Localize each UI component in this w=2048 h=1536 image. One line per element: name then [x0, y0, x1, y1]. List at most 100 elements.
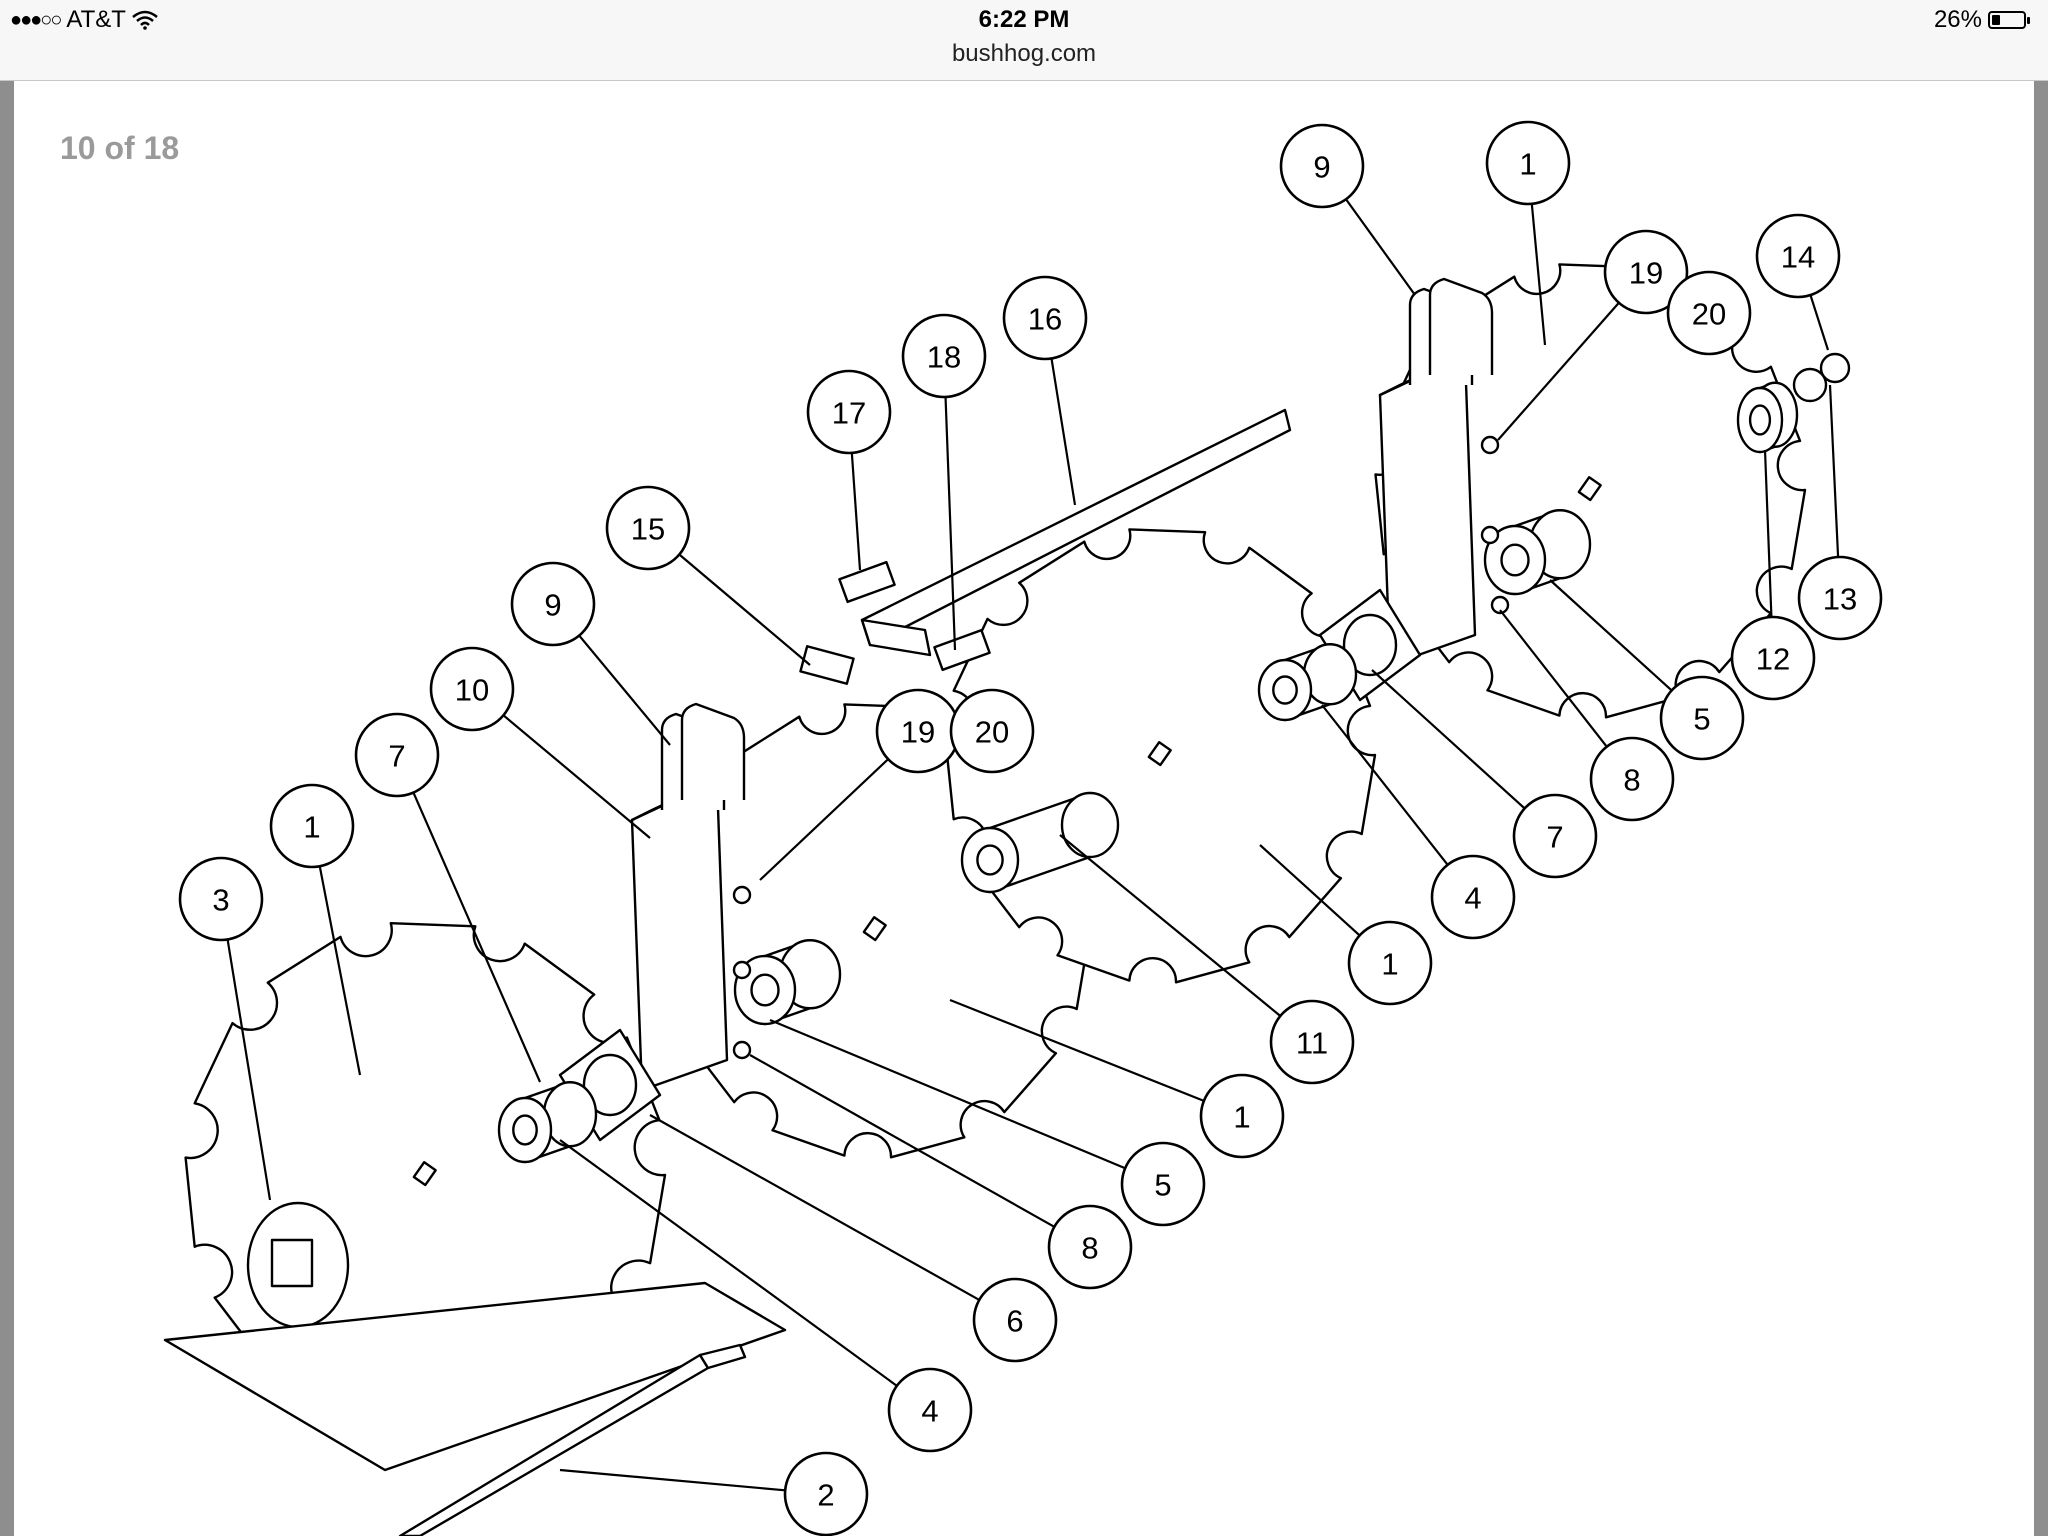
spool-bore — [976, 844, 1004, 876]
square-arbor-hole — [1147, 741, 1172, 767]
callout-number: 14 — [1781, 240, 1815, 275]
callout-circle — [1002, 275, 1088, 361]
callout-1: 1 — [1347, 920, 1433, 1006]
callout-number: 1 — [303, 810, 320, 845]
callout-14: 14 — [1755, 213, 1841, 299]
leader-line — [318, 866, 362, 1076]
hanger-bracket-front — [630, 702, 746, 1092]
callout-2: 2 — [783, 1451, 869, 1536]
leader-line — [559, 1139, 898, 1387]
callout-number: 9 — [1313, 150, 1330, 185]
callout-number: 12 — [1756, 642, 1790, 677]
callout-circle — [1199, 1073, 1285, 1159]
callout-1: 1 — [269, 783, 355, 869]
leader-line — [1530, 203, 1547, 346]
leader-line — [649, 1114, 980, 1301]
leader-line — [578, 634, 671, 746]
leader-line — [1321, 704, 1449, 866]
end-washer — [1736, 381, 1799, 454]
callout-circle — [354, 712, 440, 798]
callout-circle — [1589, 736, 1675, 822]
viewer-gutter-left — [0, 81, 14, 1536]
spool-far-face — [1060, 791, 1120, 859]
page-counter: 10 of 18 — [60, 130, 180, 166]
callout-circle — [269, 783, 355, 869]
bearing-housing — [582, 1053, 638, 1117]
callout-number: 20 — [975, 715, 1009, 750]
callout-10: 10 — [429, 646, 515, 732]
leader-line — [749, 1054, 1055, 1228]
callout-circle — [949, 688, 1035, 774]
callout-circle — [1047, 1204, 1133, 1290]
callout-circle — [1512, 793, 1598, 879]
end-bumper-square — [270, 1238, 314, 1288]
callout-6: 6 — [972, 1277, 1058, 1363]
callout-number: 17 — [832, 396, 866, 431]
callout-19: 19 — [875, 688, 961, 774]
callout-18: 18 — [901, 313, 987, 399]
hex-nut — [1480, 435, 1500, 455]
address-bar-url[interactable]: bushhog.com — [951, 40, 1097, 67]
battery-percentage: 26% — [1933, 6, 1982, 33]
callout-1: 1 — [1485, 120, 1571, 206]
spool-bore — [1748, 404, 1772, 436]
callout-16: 16 — [1002, 275, 1088, 361]
hex-nut — [732, 1040, 752, 1060]
leader-line — [1259, 844, 1361, 937]
u-bolt — [1428, 277, 1494, 375]
leader-line — [1050, 358, 1077, 506]
spool-bore — [750, 973, 780, 1007]
callout-7: 7 — [1512, 793, 1598, 879]
callout-number: 8 — [1623, 763, 1640, 798]
callout-number: 11 — [1296, 1026, 1328, 1061]
hex-nut — [732, 960, 752, 980]
leader-line — [759, 758, 889, 881]
callout-4: 4 — [1430, 854, 1516, 940]
viewer-gutter-right — [2034, 81, 2048, 1536]
callout-number: 15 — [631, 512, 665, 547]
leader-line — [1371, 669, 1526, 810]
callout-circle — [1485, 120, 1571, 206]
callout-number: 1 — [1519, 147, 1536, 182]
callout-number: 10 — [455, 673, 489, 708]
callout-circle — [1279, 123, 1365, 209]
callout-number: 4 — [921, 1394, 938, 1429]
hex-nut — [732, 885, 752, 905]
leader-line — [559, 1468, 786, 1492]
leader-line — [1549, 579, 1673, 692]
leader-line — [944, 396, 957, 651]
battery-fill — [1992, 15, 2000, 25]
callout-7: 7 — [354, 712, 440, 798]
signal-strength-icon: ●●●○○ — [10, 8, 62, 31]
parts-drawing — [163, 263, 1851, 1536]
carrier-group: ●●●○○ AT&T — [10, 6, 158, 34]
leader-line — [1345, 198, 1416, 296]
square-arbor-hole — [862, 916, 887, 942]
callout-circle — [605, 485, 691, 571]
callout-19: 19 — [1603, 229, 1689, 315]
callout-circle — [806, 369, 892, 455]
callout-4: 4 — [887, 1367, 973, 1453]
callout-3: 3 — [178, 856, 264, 942]
callout-circle — [1347, 920, 1433, 1006]
callout-5: 5 — [1120, 1141, 1206, 1227]
callout-number: 3 — [212, 883, 229, 918]
callout-number: 8 — [1081, 1231, 1098, 1266]
callout-circle — [1666, 270, 1752, 356]
leader-line — [678, 553, 811, 666]
callout-circle — [901, 313, 987, 399]
leader-line — [1497, 302, 1620, 441]
spool-bore — [1500, 543, 1530, 577]
callout-circle — [510, 561, 596, 647]
leader-line — [1059, 834, 1282, 1017]
callout-12: 12 — [1730, 615, 1816, 701]
hex-nut — [1490, 595, 1510, 615]
clock: 6:22 PM — [978, 6, 1070, 33]
callout-5: 5 — [1659, 675, 1745, 761]
tube-end — [860, 618, 932, 657]
square-arbor-hole — [1577, 476, 1602, 502]
leader-line — [1499, 609, 1608, 748]
decal-left — [838, 560, 896, 604]
ground-plane — [163, 1281, 787, 1472]
